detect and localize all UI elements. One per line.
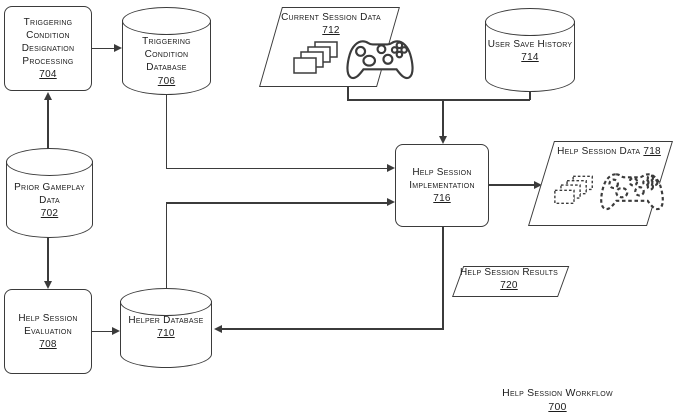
node-label: Helper Database 710	[121, 314, 211, 340]
node-help-session-results: Help Session Results 720	[458, 267, 560, 292]
node-ref: 720	[500, 279, 518, 291]
edge-704-706	[92, 47, 115, 50]
edge-bus-716-drop	[442, 100, 444, 137]
node-triggering-condition-processing: Triggering Condition Designation Process…	[4, 6, 92, 91]
edge-706-716-horizontal	[165, 167, 388, 170]
arrowhead-into-716-upper	[387, 163, 395, 172]
edge-702-708	[47, 236, 49, 281]
node-title: Help Session Data	[557, 146, 641, 157]
node-label: User Save History 714	[486, 38, 574, 64]
edge-706-716-vertical	[165, 90, 168, 169]
caption-ref: 700	[548, 400, 567, 413]
arrowhead-into-716-top	[438, 136, 447, 144]
edge-716-710-vertical	[442, 227, 444, 329]
arrowhead-into-704	[43, 92, 52, 100]
arrowhead-into-718	[534, 180, 542, 189]
node-title: Current Session Data	[281, 12, 381, 23]
node-ref: 716	[433, 193, 451, 205]
cylinder-top	[120, 288, 212, 316]
node-ref: 710	[157, 328, 175, 340]
node-title: Help Session Evaluation	[18, 312, 78, 337]
node-help-session-implementation: Help Session Implementation 716	[395, 144, 489, 227]
node-helper-database: Helper Database 710	[120, 288, 212, 368]
screens-stack-icon-dashed	[554, 174, 594, 210]
arrowhead-into-708	[43, 281, 52, 289]
node-current-session-data: Current Session Data 712	[272, 11, 390, 37]
node-title: Triggering Condition Designation Process…	[21, 16, 75, 68]
game-controller-icon-dashed	[598, 170, 666, 214]
edge-710-716-horizontal	[165, 202, 388, 204]
node-prior-gameplay-data: Prior Gameplay Data 702	[6, 148, 93, 238]
node-ref: 714	[521, 52, 539, 64]
node-ref: 704	[39, 69, 57, 81]
node-ref: 708	[39, 339, 57, 351]
game-controller-icon	[344, 37, 416, 83]
node-title: Triggering Condition Database	[142, 36, 191, 74]
arrowhead-into-706	[114, 43, 122, 52]
diagram-caption: Help Session Workflow 700	[500, 387, 615, 415]
screens-stack-icon	[293, 41, 339, 79]
node-ref: 702	[40, 208, 59, 220]
arrowhead-into-710-right	[214, 324, 222, 333]
arrowhead-into-710-left	[112, 326, 120, 335]
cylinder-top	[6, 148, 93, 176]
node-title: Help Session Results	[459, 267, 559, 278]
node-title: Prior Gameplay Data	[14, 182, 85, 207]
node-title: User Save History	[487, 39, 573, 50]
node-help-session-evaluation: Help Session Evaluation 708	[4, 289, 92, 374]
node-ref: 712	[322, 25, 340, 37]
node-triggering-condition-database: Triggering Condition Database 706	[122, 7, 211, 95]
node-help-session-data: Help Session Data 718	[550, 145, 668, 158]
cylinder-top	[485, 8, 575, 36]
edge-708-710	[92, 330, 113, 333]
edge-716-718	[489, 184, 535, 186]
edge-bus-horizontal	[347, 99, 530, 101]
node-user-save-history: User Save History 714	[485, 8, 575, 92]
caption-title: Help Session Workflow	[502, 387, 613, 399]
edge-714-bus-drop	[529, 90, 531, 100]
node-ref: 706	[157, 75, 176, 87]
node-label: Prior Gameplay Data 702	[7, 181, 92, 221]
cylinder-top	[122, 7, 211, 35]
edge-702-704	[47, 99, 49, 151]
edge-716-710-horizontal	[221, 328, 444, 330]
node-title: Helper Database	[128, 315, 204, 326]
node-title: Help Session Implementation	[409, 166, 475, 191]
edge-710-716-vertical	[165, 202, 168, 292]
arrowhead-into-716-lower	[387, 198, 395, 207]
node-ref: 718	[643, 146, 661, 157]
edge-712-bus-drop	[347, 86, 349, 100]
node-label: Triggering Condition Database 706	[123, 35, 210, 88]
